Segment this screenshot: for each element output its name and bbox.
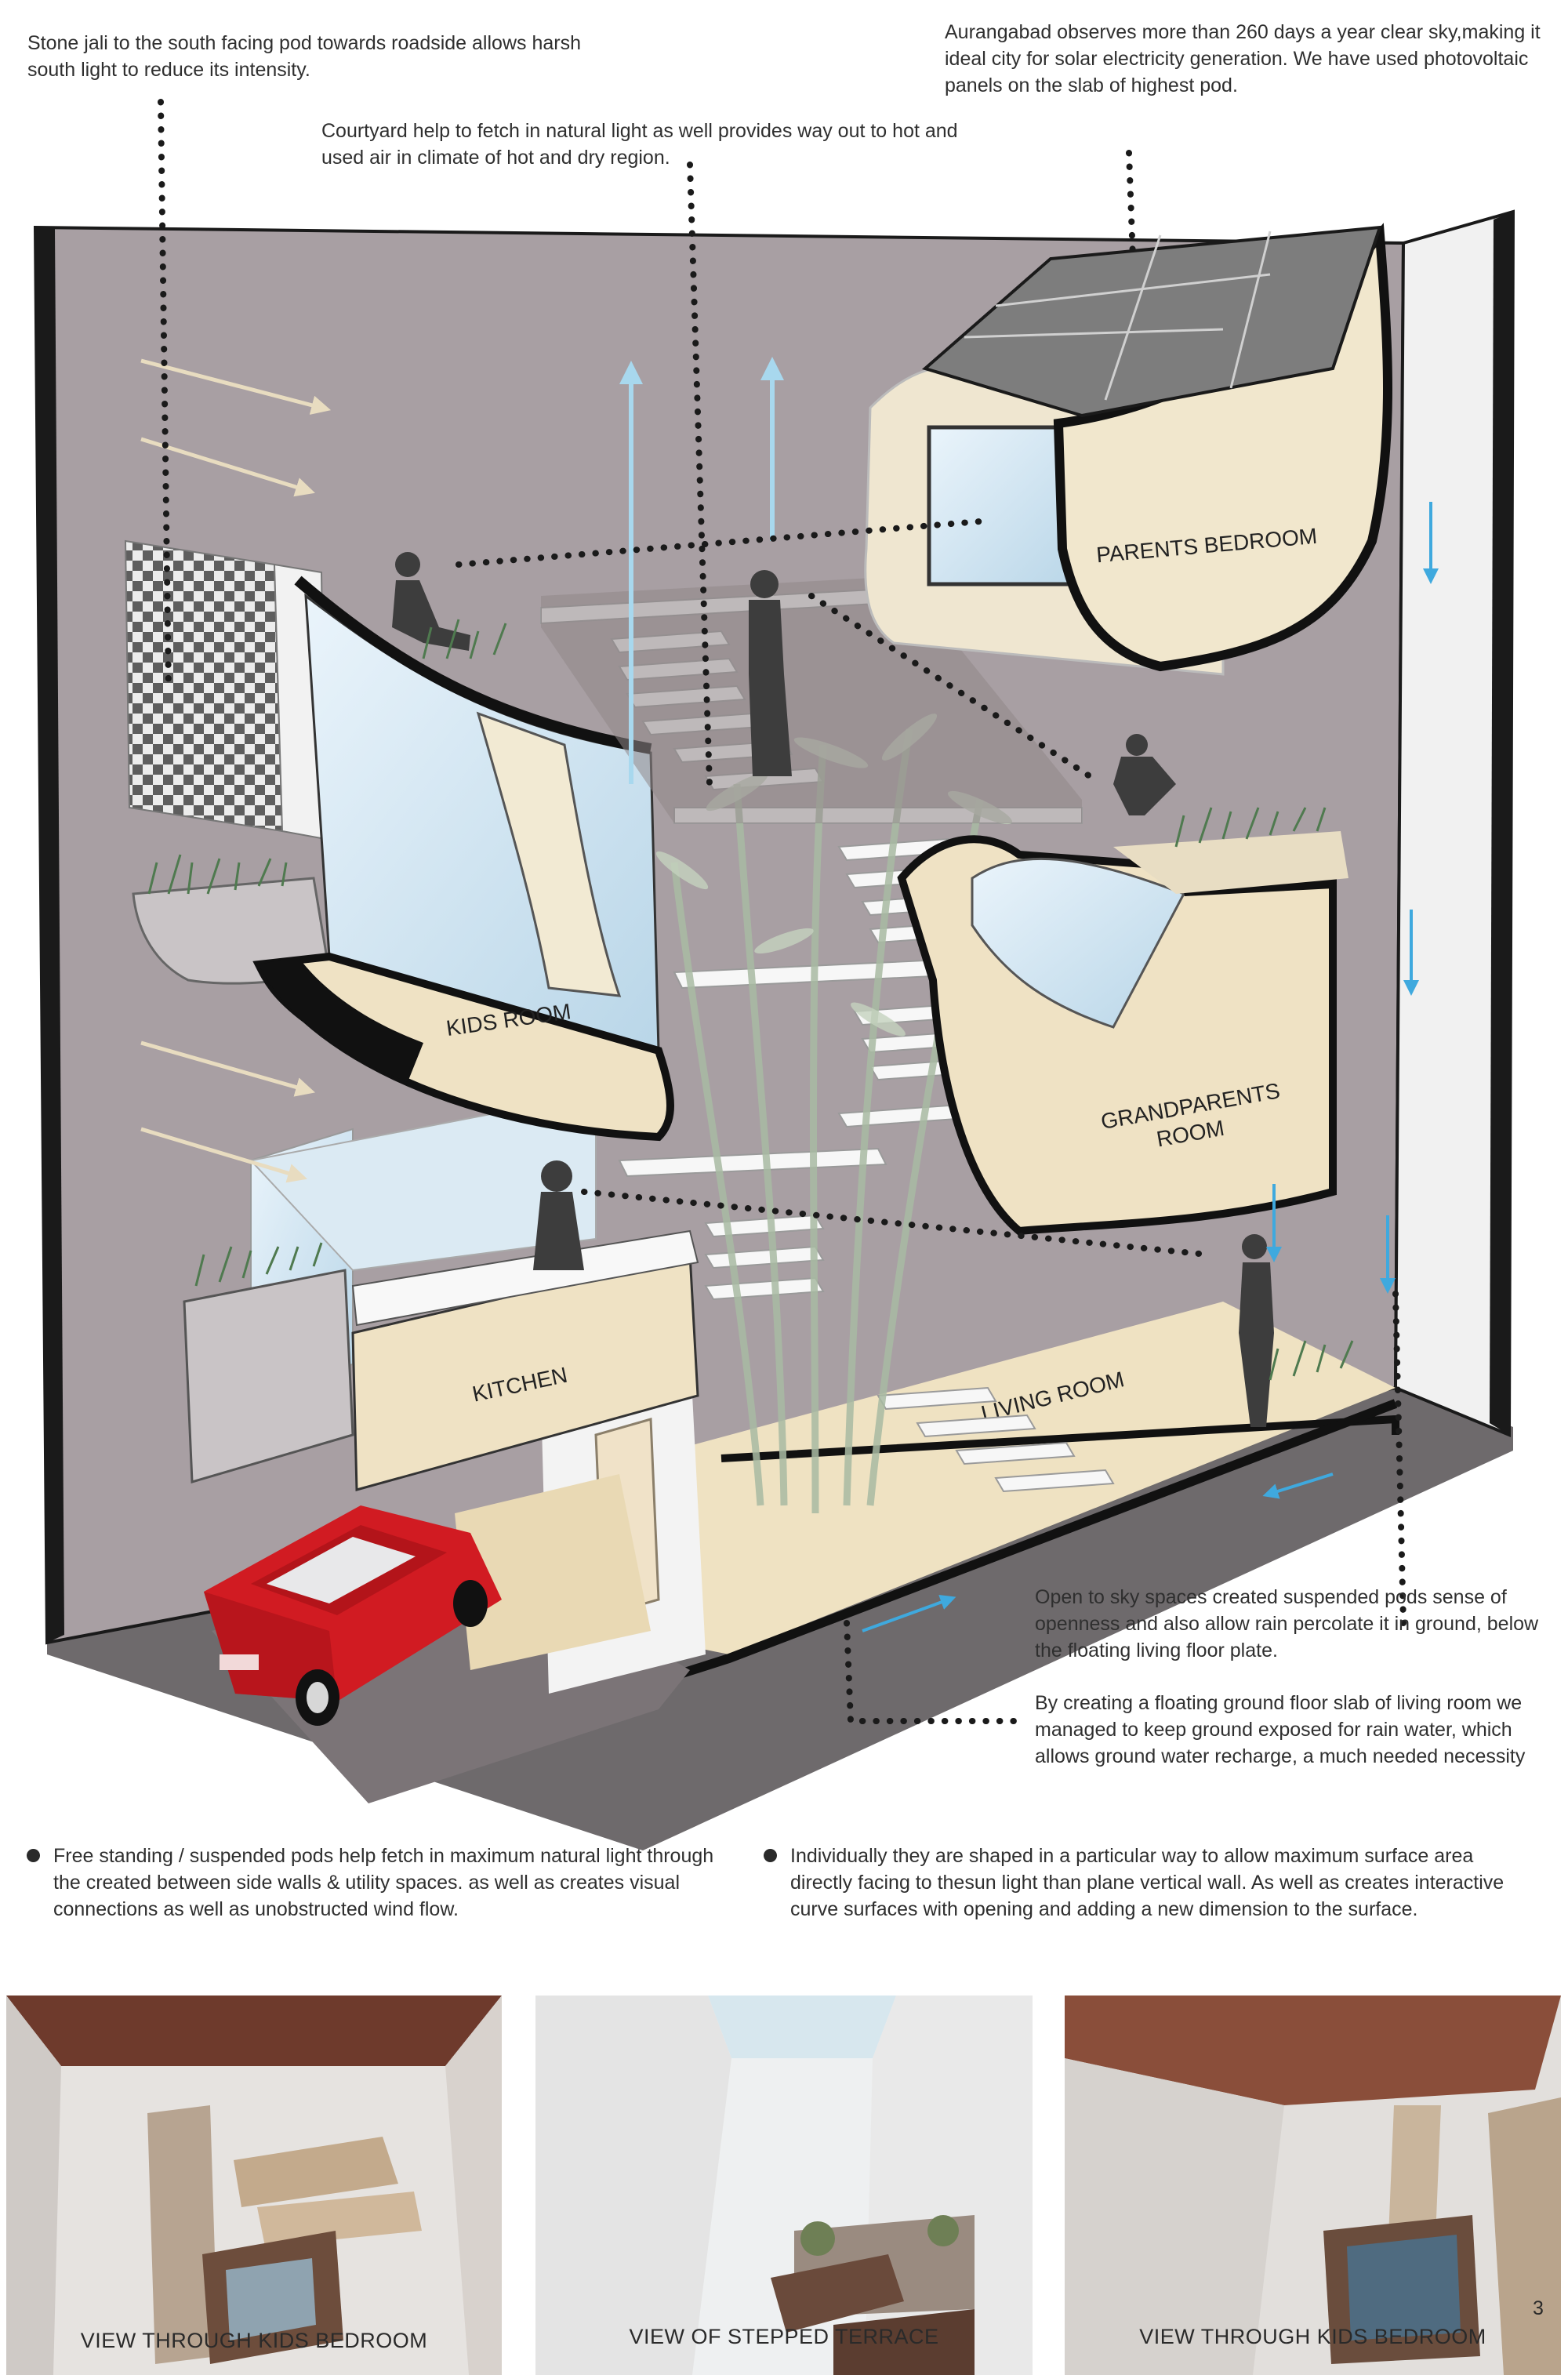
annotation-solar: Aurangabad observes more than 260 days a… bbox=[945, 21, 1541, 96]
kitchen-planter bbox=[183, 1269, 354, 1483]
bullet-text: Individually they are shaped in a partic… bbox=[790, 1845, 1504, 1920]
render-image bbox=[6, 1996, 502, 2375]
annotation-floating-slab: By creating a floating ground floor slab… bbox=[1035, 1692, 1526, 1767]
render-image bbox=[535, 1996, 1033, 2375]
caption-kids-bedroom-view: VIEW THROUGH KIDS BEDROOM bbox=[80, 2329, 428, 2352]
caption-stepped-terrace-view: VIEW OF STEPPED TERRACE bbox=[629, 2325, 939, 2348]
right-wall-edge bbox=[1490, 212, 1513, 1435]
photo-kids-bedroom-view-2 bbox=[1065, 1996, 1561, 2375]
car bbox=[204, 1505, 502, 1726]
section-diagram: LIVING ROOM KITCHEN bbox=[33, 99, 1515, 1850]
annotation-courtyard: Courtyard help to fetch in natural light… bbox=[321, 120, 958, 169]
kids-pod-bottom-shade bbox=[259, 957, 423, 1082]
sun-arrow-4 bbox=[140, 1127, 307, 1183]
kitchen-back-glass bbox=[249, 1092, 597, 1272]
grandparents-terrace bbox=[1113, 831, 1348, 894]
bullet-free-standing-pods: Free standing / suspended pods help fetc… bbox=[27, 1843, 743, 1923]
photo-kids-bedroom-view bbox=[6, 1996, 502, 2375]
bullet-text: Free standing / suspended pods help fetc… bbox=[53, 1845, 714, 1920]
page-number: 3 bbox=[1533, 2297, 1544, 2319]
sun-arrow-3 bbox=[140, 1040, 316, 1097]
annotation-leaders bbox=[158, 99, 1406, 1724]
bullet-shaped-pods: Individually they are shaped in a partic… bbox=[764, 1843, 1527, 1923]
living-slab-edge bbox=[720, 1414, 1399, 1462]
sun-arrow-2 bbox=[140, 437, 315, 497]
kids-pod-curve-side bbox=[476, 711, 622, 997]
left-wall-edge bbox=[35, 227, 64, 1643]
kids-pod-roof-edge bbox=[294, 576, 652, 754]
sun-arrow-1 bbox=[140, 358, 332, 415]
bullet-dot bbox=[764, 1849, 777, 1862]
rain-arrow-6 bbox=[862, 1595, 956, 1632]
caption-kids-bedroom-view-2: VIEW THROUGH KIDS BEDROOM bbox=[1139, 2325, 1486, 2348]
photo-stepped-terrace-view bbox=[535, 1996, 1033, 2375]
render-image bbox=[1065, 1996, 1561, 2375]
people-silhouettes bbox=[392, 552, 1274, 1427]
stone-jali bbox=[124, 539, 284, 833]
kids-floor-slab-left bbox=[455, 1474, 651, 1670]
bamboo bbox=[670, 728, 984, 1514]
grandparents-pod-glass bbox=[971, 857, 1186, 1029]
solar-panel-grid bbox=[964, 231, 1272, 401]
bullet-dot bbox=[27, 1849, 40, 1862]
annotation-open-to-sky: Open to sky spaces created suspended pod… bbox=[1035, 1586, 1539, 1661]
rain-arrow-5 bbox=[1262, 1473, 1334, 1499]
planting bbox=[147, 619, 1354, 1381]
annotation-stone-jali: Stone jali to the south facing pod towar… bbox=[27, 32, 581, 81]
